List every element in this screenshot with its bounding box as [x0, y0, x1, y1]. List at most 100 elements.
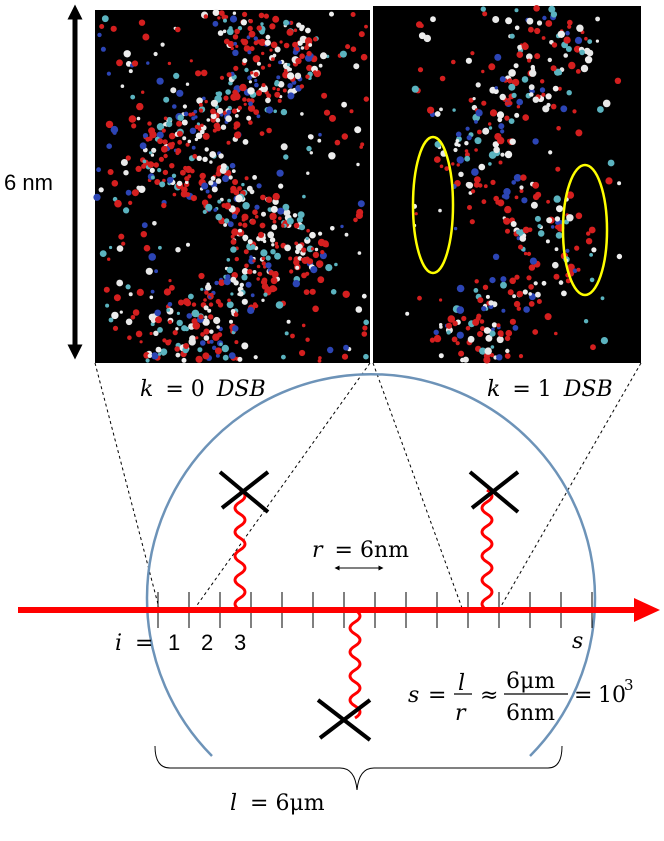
atom [254, 78, 258, 83]
atom [253, 109, 260, 115]
cross-mark-1 [218, 470, 270, 514]
atom [294, 72, 302, 80]
atom [465, 57, 472, 64]
atom [477, 129, 482, 135]
atom [246, 115, 252, 121]
atom [256, 114, 261, 119]
atom [162, 139, 168, 145]
atom [199, 172, 206, 180]
atom [232, 179, 239, 185]
atom [249, 255, 253, 259]
atom [283, 42, 290, 49]
index-label: i = [115, 631, 153, 656]
atom [242, 11, 248, 17]
atom [191, 309, 200, 318]
atom [545, 93, 552, 100]
atom [454, 142, 459, 147]
atom [177, 114, 184, 121]
atom [135, 330, 143, 338]
atom [118, 233, 125, 240]
svg-text:≈: ≈ [480, 683, 498, 708]
atom [271, 243, 275, 247]
atom [252, 175, 257, 180]
r-label: r = 6nm [312, 538, 409, 563]
atom [175, 247, 181, 253]
atom [288, 256, 293, 261]
atom [468, 97, 474, 103]
atom [261, 51, 265, 56]
atom [229, 319, 233, 324]
atom [230, 46, 234, 51]
atom [111, 180, 119, 187]
atom [128, 69, 133, 74]
atom [241, 274, 248, 281]
atom [246, 35, 251, 40]
atom [200, 340, 206, 346]
atom [201, 96, 206, 101]
atom [131, 123, 137, 129]
atom [453, 147, 458, 153]
atom [275, 301, 284, 309]
atom [156, 77, 164, 85]
atom [489, 277, 496, 284]
atom [252, 259, 256, 263]
atom [248, 257, 255, 265]
atom [509, 277, 516, 285]
atom [195, 355, 203, 363]
atom [175, 148, 182, 154]
atom [136, 288, 144, 296]
formula: s = l r ≈ 6μm 6nm = 10 3 [408, 669, 634, 726]
atom [318, 231, 323, 236]
atom [364, 24, 368, 29]
atom [358, 31, 365, 38]
atom [334, 139, 341, 146]
atom [277, 98, 282, 103]
atom [292, 213, 298, 218]
atom [248, 19, 253, 24]
atom [96, 167, 101, 173]
atom [503, 217, 511, 225]
atom [317, 138, 322, 143]
atom [241, 38, 249, 46]
atom [600, 296, 605, 301]
atom [222, 175, 230, 183]
atom [270, 205, 278, 213]
atom [193, 109, 198, 114]
atom [260, 65, 266, 70]
atom [439, 164, 444, 169]
atom [210, 176, 216, 181]
atom [514, 195, 519, 200]
atom [480, 326, 485, 332]
atom [553, 195, 561, 203]
atom [186, 313, 193, 319]
atom [533, 281, 538, 286]
atom [503, 193, 510, 200]
atom [462, 356, 469, 363]
atom [215, 298, 221, 305]
atom [211, 186, 218, 193]
atom [496, 336, 504, 344]
atom [466, 182, 474, 189]
atom [174, 346, 180, 352]
atom [589, 277, 595, 283]
atom [154, 309, 161, 317]
atom [514, 274, 520, 280]
length-label: l = 6μm [230, 791, 325, 816]
atom [528, 264, 536, 271]
atom [218, 10, 225, 16]
atom [306, 228, 310, 233]
atom [217, 199, 222, 204]
atom [247, 25, 253, 32]
atom [269, 48, 273, 52]
atom [305, 74, 310, 79]
atom [120, 84, 125, 88]
atom [110, 25, 117, 32]
atom [160, 348, 168, 356]
atom [616, 253, 623, 260]
atom [575, 129, 583, 137]
svg-text:r: r [455, 701, 467, 726]
atom [499, 76, 506, 83]
atom [176, 180, 183, 187]
atom [532, 138, 539, 145]
atom [597, 106, 604, 113]
